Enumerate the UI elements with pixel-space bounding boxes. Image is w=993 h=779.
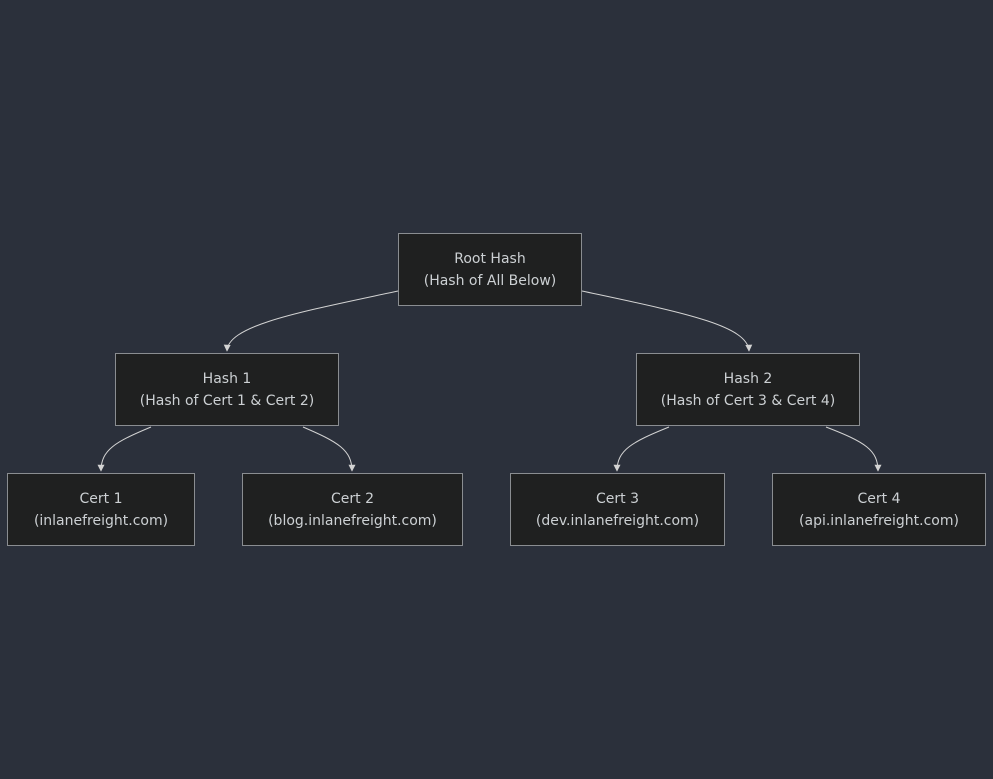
node-subtitle: (Hash of All Below) [423, 272, 557, 289]
node-subtitle: (Hash of Cert 3 & Cert 4) [660, 392, 836, 409]
node-title: Cert 3 [596, 490, 639, 507]
node-title: Cert 2 [331, 490, 374, 507]
node-title: Cert 4 [857, 490, 901, 507]
edge-root-to-hash2 [581, 290, 753, 352]
node-subtitle: (Hash of Cert 1 & Cert 2) [139, 392, 315, 409]
node-title: Root Hash [454, 250, 526, 267]
node-hash-2: Hash 2 (Hash of Cert 3 & Cert 4) [636, 353, 860, 426]
node-hash-1: Hash 1 (Hash of Cert 1 & Cert 2) [115, 353, 339, 426]
node-subtitle: (blog.inlanefreight.com) [268, 512, 437, 529]
node-root-hash: Root Hash (Hash of All Below) [398, 233, 582, 306]
node-cert-4: Cert 4 (api.inlanefreight.com) [772, 473, 986, 546]
node-subtitle: (api.inlanefreight.com) [799, 512, 959, 529]
edge-root-to-hash1 [223, 290, 399, 352]
node-subtitle: (inlanefreight.com) [33, 512, 169, 529]
node-subtitle: (dev.inlanefreight.com) [535, 512, 700, 529]
node-cert-2: Cert 2 (blog.inlanefreight.com) [242, 473, 463, 546]
node-title: Hash 1 [202, 370, 252, 387]
edge-hash2-to-cert3 [613, 426, 670, 472]
node-title: Hash 2 [723, 370, 773, 387]
node-cert-1: Cert 1 (inlanefreight.com) [7, 473, 195, 546]
edge-hash2-to-cert4 [825, 426, 882, 472]
node-cert-3: Cert 3 (dev.inlanefreight.com) [510, 473, 725, 546]
edge-hash1-to-cert1 [97, 426, 152, 472]
node-title: Cert 1 [79, 490, 123, 507]
edge-hash1-to-cert2 [302, 426, 356, 472]
